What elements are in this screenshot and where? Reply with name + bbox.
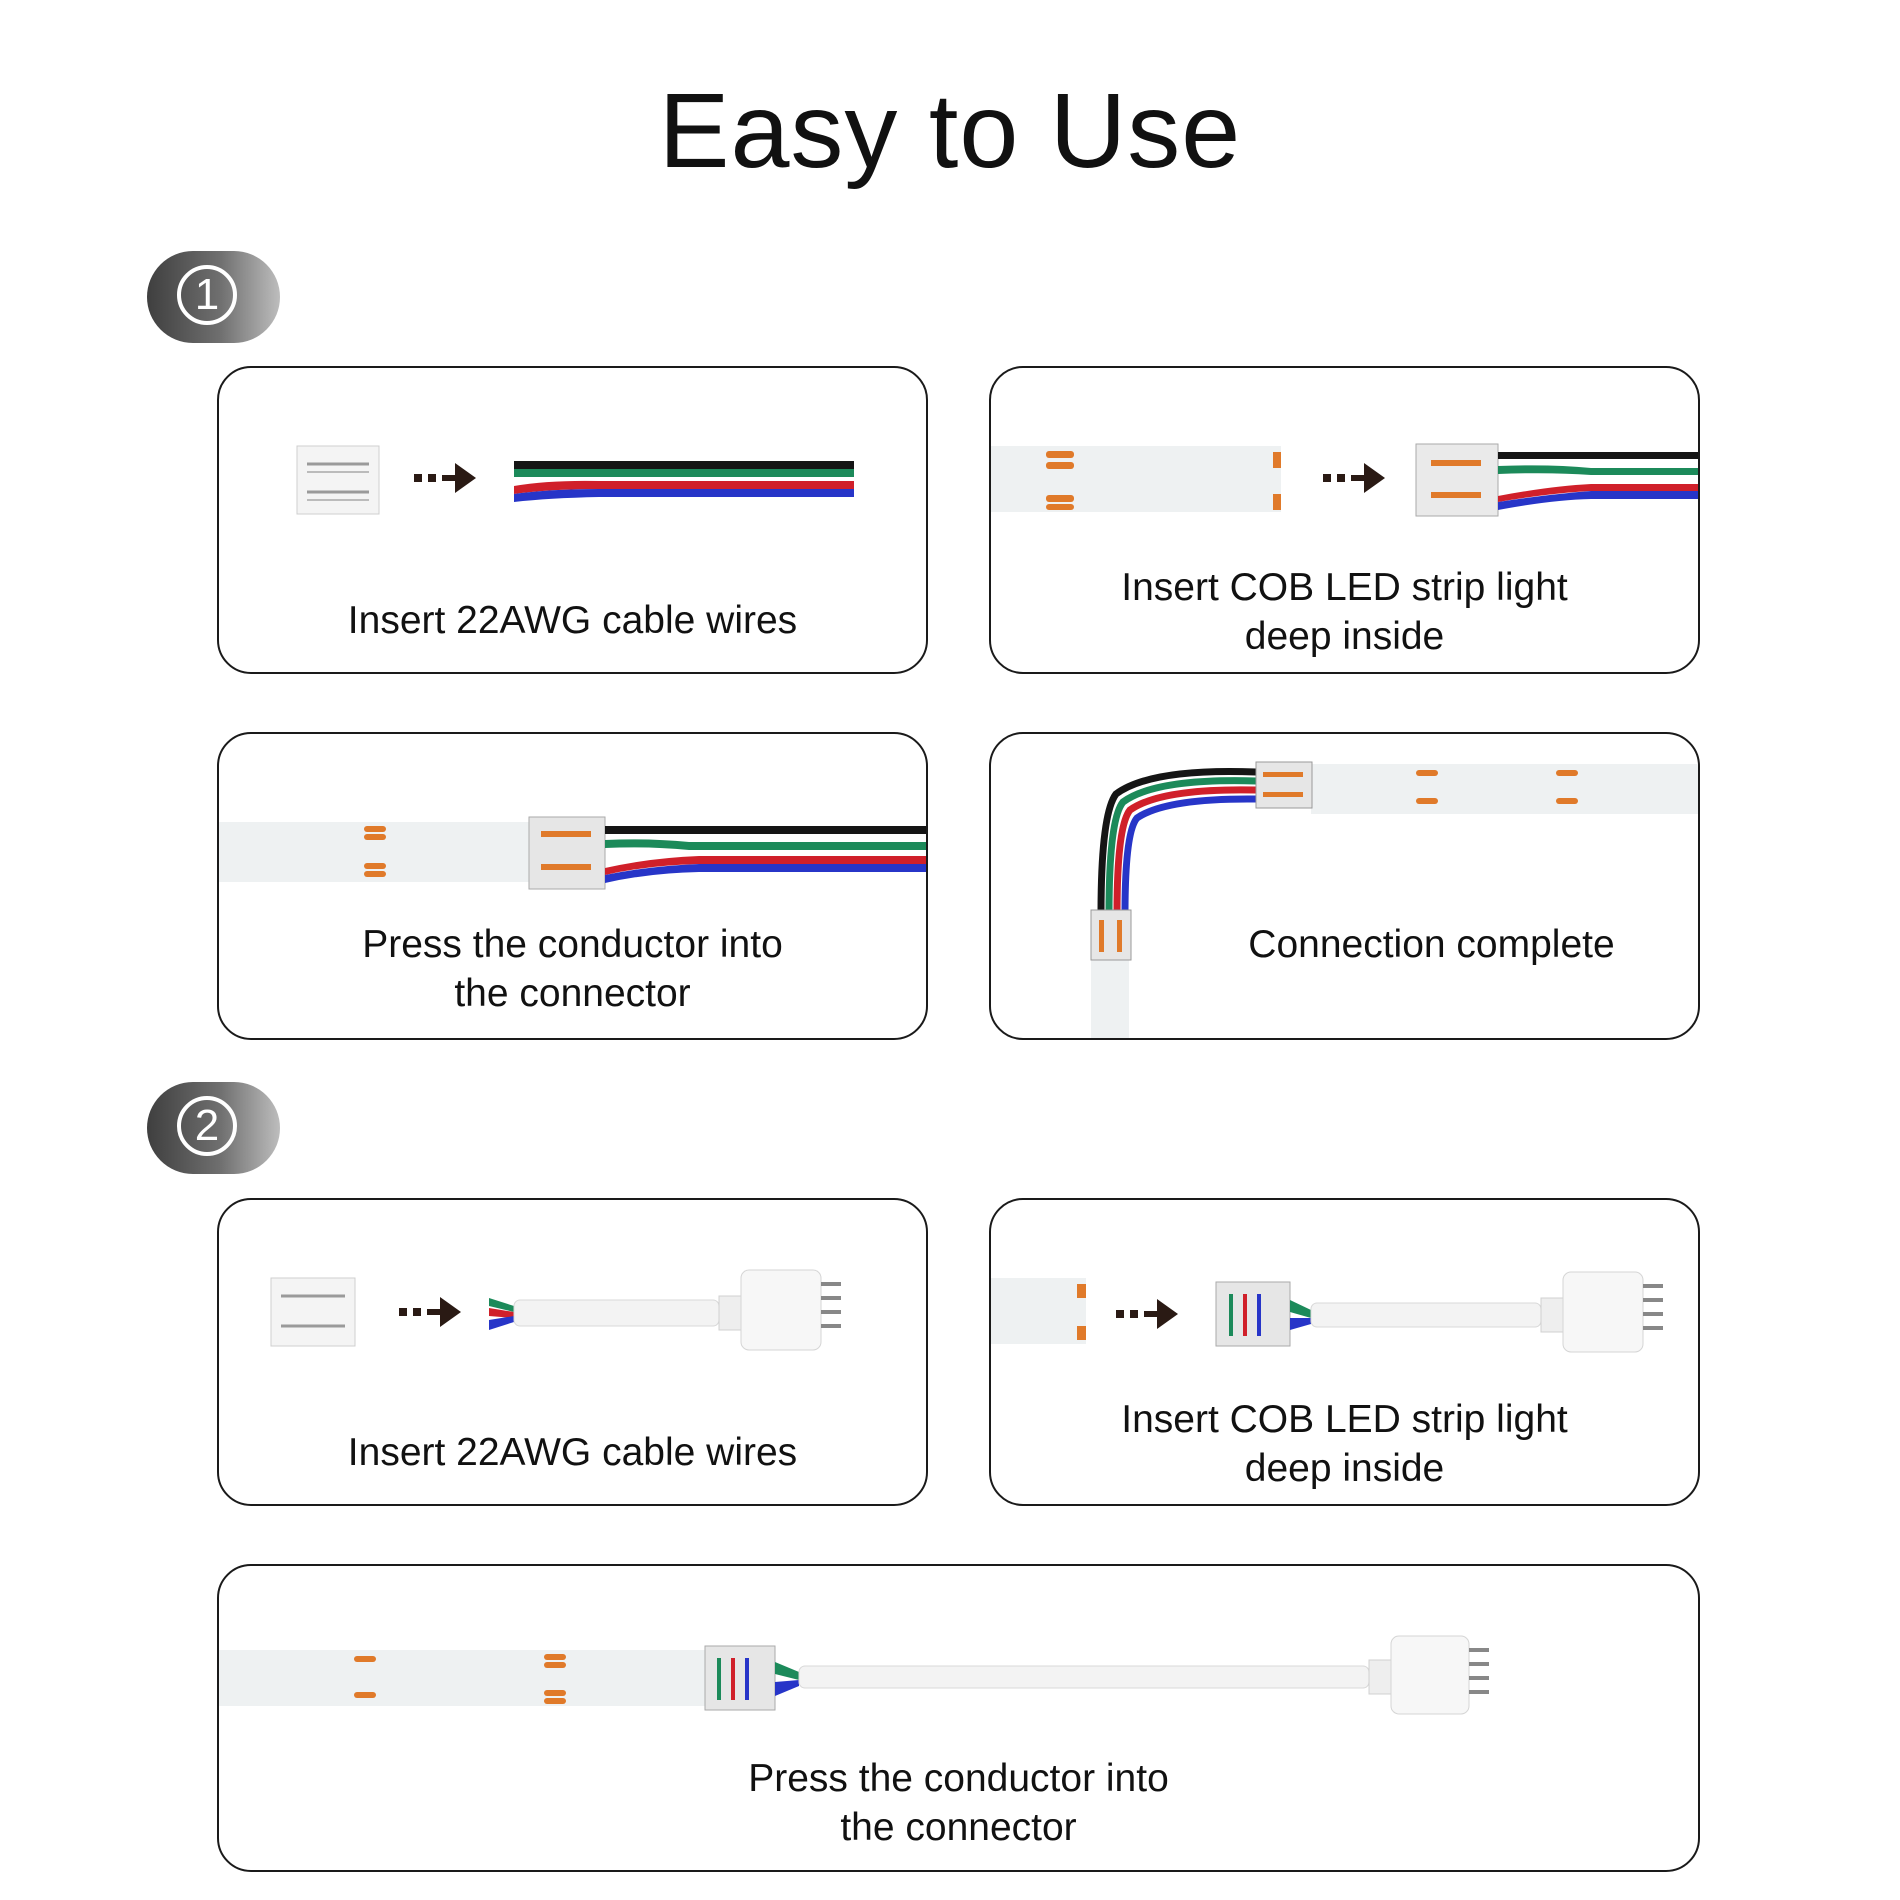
step-1-card-connection-complete: Connection complete xyxy=(989,732,1700,1040)
step-1-card-2-caption-line2: deep inside xyxy=(1244,615,1445,658)
step-1-number: 1 xyxy=(177,265,237,325)
arrow-right-icon xyxy=(1116,1299,1178,1329)
connector-with-cable-icon xyxy=(1415,443,1698,517)
led-strip-icon xyxy=(991,446,1281,512)
connector-icon xyxy=(1090,761,1313,961)
rgb-cable-icon xyxy=(489,1295,742,1331)
connector-with-cable-icon xyxy=(704,1645,1392,1711)
led-strip-icon xyxy=(991,1278,1086,1344)
plug-icon xyxy=(1390,1635,1489,1715)
step-2-card-press-conductor: Press the conductor into the connector xyxy=(217,1564,1700,1872)
arrow-right-icon xyxy=(414,463,476,493)
step-2-card-insert-strip: Insert COB LED strip light deep inside xyxy=(989,1198,1700,1506)
cable-connector-illustration xyxy=(296,445,854,515)
step-1-card-press-conductor: Press the conductor into the connector xyxy=(217,732,928,1040)
strip-plug-illustration xyxy=(991,1271,1663,1353)
step-1-card-3-caption-line2: the connector xyxy=(454,972,691,1015)
connector-icon xyxy=(296,445,380,515)
step-1-card-1-caption: Insert 22AWG cable wires xyxy=(347,599,798,642)
step-2-card-3-caption-line2: the connector xyxy=(840,1806,1077,1849)
step-2-card-2-caption-line1: Insert COB LED strip light xyxy=(1121,1398,1568,1441)
step-1-card-insert-cable: Insert 22AWG cable wires xyxy=(217,366,928,674)
l-shaped-cable-icon xyxy=(1097,767,1257,915)
arrow-right-icon xyxy=(1323,463,1385,493)
connector-icon xyxy=(270,1277,356,1347)
step-2-card-3-caption-line1: Press the conductor into xyxy=(748,1757,1169,1800)
step-1-card-4-caption: Connection complete xyxy=(1248,923,1615,966)
strip-connector-illustration xyxy=(991,443,1698,517)
step-2-card-1-caption: Insert 22AWG cable wires xyxy=(347,1431,798,1474)
step-2-badge: 2 xyxy=(147,1082,280,1174)
connector-with-cable-icon xyxy=(528,816,926,890)
step-2-number: 2 xyxy=(177,1096,237,1156)
connection-complete-illustration xyxy=(1090,761,1698,1038)
plug-icon xyxy=(1562,1271,1663,1353)
cable-plug-illustration xyxy=(270,1269,841,1351)
rgb-cable-icon xyxy=(514,461,854,502)
arrow-right-icon xyxy=(399,1297,461,1327)
step-1-card-3-caption-line1: Press the conductor into xyxy=(362,923,783,966)
step-1-badge: 1 xyxy=(147,251,280,343)
press-conductor-plug-illustration xyxy=(219,1635,1489,1715)
led-strip-icon xyxy=(219,1650,709,1706)
step-1-card-insert-strip: Insert COB LED strip light deep inside xyxy=(989,366,1700,674)
page-title: Easy to Use xyxy=(658,72,1242,190)
step-2-card-2-caption-line2: deep inside xyxy=(1244,1447,1445,1490)
press-conductor-illustration xyxy=(219,816,926,890)
plug-icon xyxy=(740,1269,841,1351)
connector-with-cable-icon xyxy=(1215,1281,1564,1347)
step-1-card-2-caption-line1: Insert COB LED strip light xyxy=(1121,566,1568,609)
led-strip-icon xyxy=(219,822,539,882)
step-2-card-insert-cable: Insert 22AWG cable wires xyxy=(217,1198,928,1506)
